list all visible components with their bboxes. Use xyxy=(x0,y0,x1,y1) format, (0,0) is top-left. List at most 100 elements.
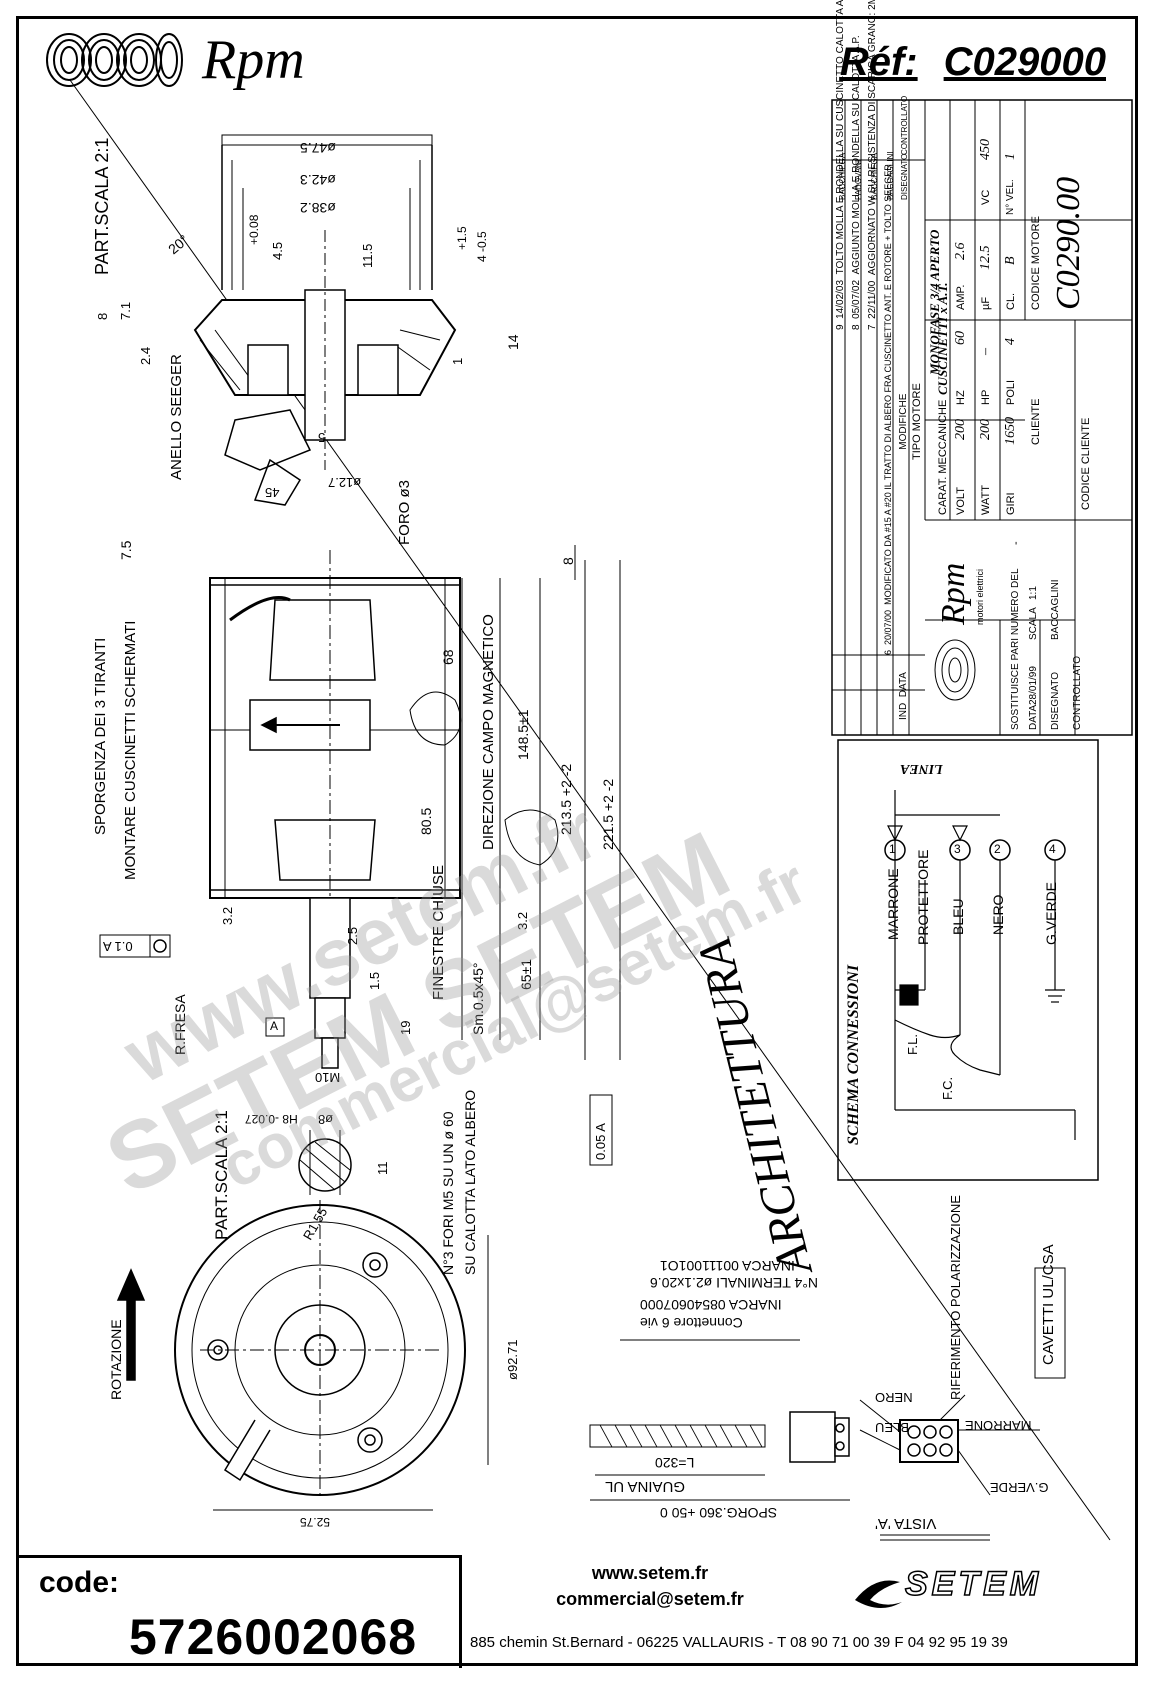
giri-label: GIRI xyxy=(1005,492,1017,515)
disegnato-label: DISEGNATO xyxy=(1050,672,1061,730)
dim-2-5: 2.5 xyxy=(345,926,360,945)
riferimento-label: RIFERIMENTO POLARIZZAZIONE xyxy=(948,1195,963,1400)
uf-label: µF xyxy=(980,296,992,310)
dim-o47-5: ø47.5 xyxy=(300,140,336,156)
dim-8: 8 xyxy=(560,557,576,565)
rev-9-by: BACCHIEGA xyxy=(838,152,847,200)
dim-65: 65±1 xyxy=(518,958,534,990)
part-scale-top: PART.SCALA 2:1 xyxy=(92,137,112,275)
dim-top-tol-1: +0.08 xyxy=(247,214,261,245)
dim-11: 11 xyxy=(375,1161,390,1176)
dim-o12-7: ø12.7 xyxy=(328,475,362,490)
volt-label: VOLT xyxy=(955,487,967,515)
hp-label: HP xyxy=(980,389,992,405)
volt-value: 200 xyxy=(953,419,968,440)
diam-9271: ø92.71 xyxy=(505,1339,520,1380)
dim-148-5: 148.5±1 xyxy=(515,709,531,760)
watt-label: WATT xyxy=(980,485,992,515)
sostituisce-label: SOSTITUISCE PARI NUMERO DEL xyxy=(1010,568,1021,730)
watt-value: 200 xyxy=(978,419,993,440)
poli-label: POLI xyxy=(1005,379,1017,405)
hz-value: 60 xyxy=(953,331,968,345)
data-value: 28/01/99 xyxy=(1028,666,1039,705)
tb-rpm-sub: motori elettrici xyxy=(975,568,985,625)
reference: Réf: C029000 xyxy=(840,40,1106,85)
tb-rpm-brand: Rpm xyxy=(935,562,972,625)
disegnato-value: BACCAGLINI xyxy=(1050,579,1061,640)
rpm-coil-logo-icon xyxy=(46,33,183,87)
dim-4-top: 4 -0.5 xyxy=(475,231,489,262)
brand-name: Rpm xyxy=(202,29,305,91)
hp-value: – xyxy=(978,348,993,355)
connettore-label: Connettore 6 vie xyxy=(640,1315,743,1331)
rev-8-by: PADOVANI xyxy=(854,159,863,200)
amp-label: AMP. xyxy=(955,284,967,310)
rev-header-by: DISEGNATO xyxy=(900,153,909,200)
fl-label: F.L. xyxy=(905,1034,920,1055)
cl-value: B xyxy=(1003,256,1018,265)
dim-1-5-top: +1.5 xyxy=(455,226,469,250)
wire-3-num: 3 xyxy=(954,842,961,856)
smusso-label: Sm.0.5x45° xyxy=(470,962,486,1035)
dim-1: 1 xyxy=(450,357,465,365)
calotta-label: SU CALOTTA LATO ALBERO xyxy=(462,1089,478,1275)
ref-code: C029000 xyxy=(943,40,1106,84)
dim-68: 68 xyxy=(440,649,456,665)
schema-title: SCHEMA CONNESSIONI xyxy=(845,964,862,1145)
part-scale-mid: PART.SCALA 2:1 xyxy=(212,1110,231,1240)
dim-m10: M10 xyxy=(315,1070,341,1085)
sporgenza-label: SPORGENZA DEI 3 TIRANTI xyxy=(92,637,109,835)
wire-2-label: NERO xyxy=(990,894,1006,935)
tolerance-1: 0.1 A xyxy=(103,939,133,954)
conn-gverde: G.VERDE xyxy=(990,1480,1049,1495)
code-number: 5726002068 xyxy=(129,1609,418,1665)
email-link[interactable]: commercial@setem.fr xyxy=(556,1589,744,1609)
dim-5: 5 xyxy=(318,430,326,445)
vc-value: 450 xyxy=(978,139,993,160)
dim-7-5: 7.5 xyxy=(118,540,134,560)
ref-label: Réf: xyxy=(839,40,918,84)
tipo-motore-label: TIPO MOTORE xyxy=(911,383,923,460)
setem-swirl-icon xyxy=(855,1580,902,1609)
drawing-frame xyxy=(16,16,1138,1666)
protettore-label: PROTETTORE xyxy=(915,849,931,945)
wire-1-label: MARRONE xyxy=(885,868,901,940)
vista-label: VISTA 'A' xyxy=(875,1515,937,1532)
dim-14: 14 xyxy=(505,334,521,350)
brand-header: Rpm xyxy=(44,28,305,92)
dim-1-5: 1.5 xyxy=(367,971,382,990)
conn-marrone: MARRONE xyxy=(965,1418,1032,1433)
fori-label: N°3 FORI M5 SU UN ø 60 xyxy=(440,1111,456,1275)
dim-213-5: 213.5 +2 -2 xyxy=(558,763,574,835)
direzione-label: DIREZIONE CAMPO MAGNETICO xyxy=(480,614,497,850)
sostituisce-value: - xyxy=(1010,541,1022,545)
foro-label: FORO ø3 xyxy=(396,479,413,545)
giri-value: 1650 xyxy=(1003,417,1018,445)
rev-7-by: BACCHIEGA xyxy=(870,152,879,200)
wire-4-label: G.VERDE xyxy=(1043,881,1059,945)
r-fresa-label: R.FRESA xyxy=(172,994,188,1055)
codice-motore-label: CODICE MOTORE xyxy=(1030,216,1042,310)
rev-header-ctrl: CONTROLLATO xyxy=(900,95,909,155)
wire-3-label: BLEU xyxy=(950,898,966,935)
finestre-label: FINESTRE CHIUSE xyxy=(430,864,447,1000)
rev-6-by: BACCAGLINI xyxy=(886,151,895,200)
dim-11-5: 11.5 xyxy=(360,243,375,268)
website-link[interactable]: www.setem.fr xyxy=(591,1563,709,1583)
vel-value: 1 xyxy=(1003,153,1018,160)
cl-label: CL. xyxy=(1005,292,1017,310)
montare-label: MONTARE CUSCINETTI SCHERMATI xyxy=(122,620,139,880)
terminali-label: N°4 TERMINALI ø2.1x20.6 xyxy=(650,1275,818,1291)
dim-5275: 52.75 xyxy=(300,1515,331,1529)
carat: CUSCINETTI x A.T. xyxy=(935,282,950,395)
codice-motore: C0290.00 xyxy=(1050,176,1087,310)
amp-value: 2.6 xyxy=(953,242,968,261)
code-label: code: xyxy=(39,1566,120,1599)
uf-value: 12.5 xyxy=(978,245,993,271)
dim-3-2-a: 3.2 xyxy=(220,906,235,925)
l320-label: L=320 xyxy=(655,1455,695,1471)
cavetti-label: CAVETTI UL/CSA xyxy=(1040,1244,1057,1365)
dim-h8: H8 -0.027 xyxy=(245,1112,298,1126)
datum-a: A xyxy=(270,1019,279,1033)
